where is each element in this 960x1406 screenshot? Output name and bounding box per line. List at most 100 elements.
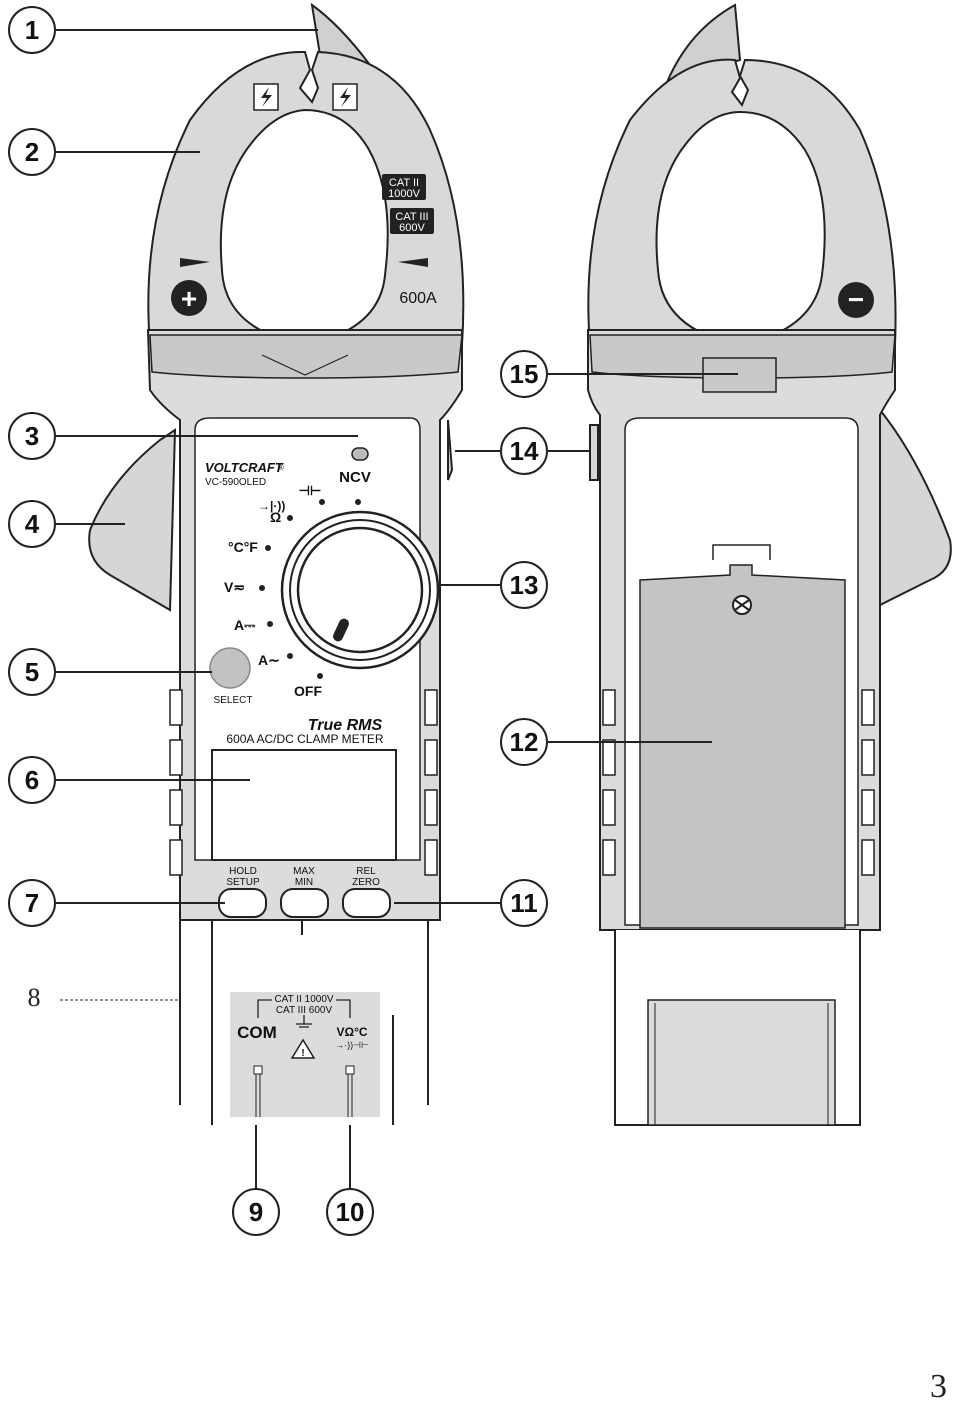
dial-dot (317, 673, 323, 679)
max-button-bottom-label: MIN (295, 877, 313, 888)
callout-3: 3 (25, 421, 39, 451)
jaw-trigger-right (447, 419, 454, 481)
callout-circle-13 (500, 561, 548, 609)
jaw-arrow-right-icon (398, 258, 428, 267)
callout-12: 12 (510, 727, 539, 757)
lcd-display (211, 749, 397, 861)
dial-dot (259, 585, 265, 591)
callout-circle-10 (326, 1188, 374, 1236)
true-rms-label: True RMS (308, 717, 383, 734)
hold-setup-button[interactable] (218, 888, 267, 918)
vohm-terminal-sublabel: →·))⊣⊢ (335, 1040, 369, 1050)
cat-iii-voltage: 600V (399, 222, 425, 234)
lightning-icon (340, 87, 351, 107)
rotary-switch-knob[interactable] (296, 526, 424, 654)
select-button-label: SELECT (214, 695, 253, 706)
front-view: CAT II 1000V CAT III 600V + 600A (88, 2, 465, 1125)
battery-cover-tab (712, 544, 771, 560)
back-grip-left (602, 689, 616, 876)
jaw-current-rating: 600A (399, 290, 437, 307)
callout-14: 14 (510, 436, 539, 466)
dial-dot (287, 653, 293, 659)
callout-1: 1 (25, 15, 39, 45)
grip-right (424, 689, 438, 876)
jaw-trigger-left (88, 428, 177, 612)
callouts (8, 6, 738, 1236)
model-number: VC-590OLED (205, 477, 266, 488)
vohm-terminal-jack[interactable] (345, 1065, 355, 1075)
callout-11: 11 (510, 888, 538, 918)
minus-icon (838, 282, 874, 318)
hold-button-top-label: HOLD (229, 866, 257, 877)
dial-dot (265, 545, 271, 551)
lightning-icon (261, 87, 272, 107)
ncv-led (351, 447, 369, 461)
callout-circle-1 (8, 6, 56, 54)
callout-5: 5 (25, 657, 39, 687)
com-terminal-jack[interactable] (253, 1065, 263, 1075)
screw-slot (734, 599, 750, 611)
com-terminal-label: COM (237, 1023, 277, 1042)
callout-circle-11 (500, 879, 548, 927)
callout-4: 4 (25, 509, 40, 539)
dial-ohm-label: Ω (270, 509, 281, 525)
back-grip-right (861, 689, 875, 876)
meter-type-label: 600A AC/DC CLAMP METER (226, 732, 384, 746)
cat-ii-voltage: 1000V (388, 188, 420, 200)
callout-circle-6 (8, 756, 56, 804)
vohm-terminal-label: VΩ°C (336, 1025, 367, 1039)
back-lower-plate (647, 999, 836, 1126)
callout-8: 8 (28, 983, 41, 1012)
minus-sign: − (848, 284, 864, 315)
terminal-cat-ii-label: CAT II 1000V (274, 994, 333, 1005)
battery-cover (639, 564, 846, 929)
dial-dc-current-label: A⎓ (234, 617, 256, 633)
callout-10: 10 (336, 1197, 365, 1227)
warning-triangle-icon (290, 1038, 316, 1059)
select-button[interactable] (209, 647, 251, 689)
dial-dot (355, 499, 361, 505)
callout-9: 9 (249, 1197, 263, 1227)
page-number: 3 (930, 1368, 947, 1405)
callout-13: 13 (510, 570, 539, 600)
dial-off-label: OFF (294, 683, 322, 699)
rotary-switch-pointer (333, 618, 349, 642)
dial-diode-label: →|·)) (258, 499, 285, 513)
plus-sign: + (181, 283, 197, 314)
rel-button-bottom-label: ZERO (352, 877, 380, 888)
jaw-arrow-left-icon (180, 258, 210, 267)
callout-circle-2 (8, 128, 56, 176)
rel-button-top-label: REL (356, 866, 376, 877)
terminal-bracket (257, 999, 351, 1018)
dial-ncv-label: NCV (339, 469, 371, 486)
back-view: − (587, 3, 952, 1126)
body-collar (149, 334, 463, 379)
callout-circle-12 (500, 718, 548, 766)
terminal-cat-iii-label: CAT III 600V (276, 1005, 333, 1016)
callout-circle-7 (8, 879, 56, 927)
callout-circle-4 (8, 500, 56, 548)
back-side-button (589, 424, 599, 481)
grip-left (169, 689, 183, 876)
brand-registered: ® (278, 463, 284, 472)
max-min-button[interactable] (280, 888, 329, 918)
callout-circle-5 (8, 648, 56, 696)
back-trigger-right (879, 407, 952, 607)
cat-ii-badge (382, 174, 426, 200)
callout-circle-15 (500, 350, 548, 398)
dial-temperature-label: °C°F (228, 539, 258, 555)
hold-button-bottom-label: SETUP (226, 877, 260, 888)
cat-iii-label: CAT III (395, 211, 428, 223)
warning-exclamation-icon: ! (301, 1048, 304, 1059)
cat-iii-badge (390, 208, 434, 234)
callout-numbers: 1 2 3 4 5 6 7 8 9 10 11 12 13 14 15 (25, 15, 539, 1227)
collar-notch (261, 354, 349, 376)
rel-zero-button[interactable] (342, 888, 391, 918)
max-button-top-label: MAX (293, 866, 315, 877)
dial-capacitance-label: ⊣⊢ (299, 483, 322, 498)
cat-ii-label: CAT II (389, 177, 419, 189)
dial-dot (287, 515, 293, 521)
callout-7: 7 (25, 888, 39, 918)
callout-15: 15 (510, 359, 539, 389)
